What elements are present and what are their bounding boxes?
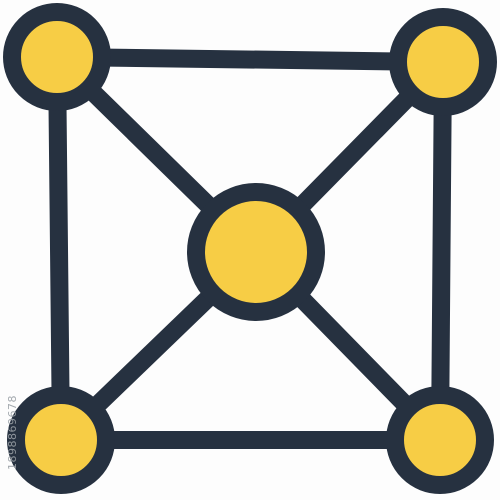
edge-top bbox=[48, 48, 452, 71]
node-top-right bbox=[389, 8, 497, 116]
watermark-id-text: 1898869678 bbox=[6, 395, 19, 470]
edge-left bbox=[48, 48, 70, 449]
node-bottom-right bbox=[386, 386, 494, 494]
node-top-left bbox=[3, 3, 111, 111]
node-bottom-left bbox=[7, 386, 115, 494]
edge-right bbox=[431, 53, 452, 449]
node-center bbox=[187, 183, 325, 321]
nodes bbox=[3, 3, 497, 494]
